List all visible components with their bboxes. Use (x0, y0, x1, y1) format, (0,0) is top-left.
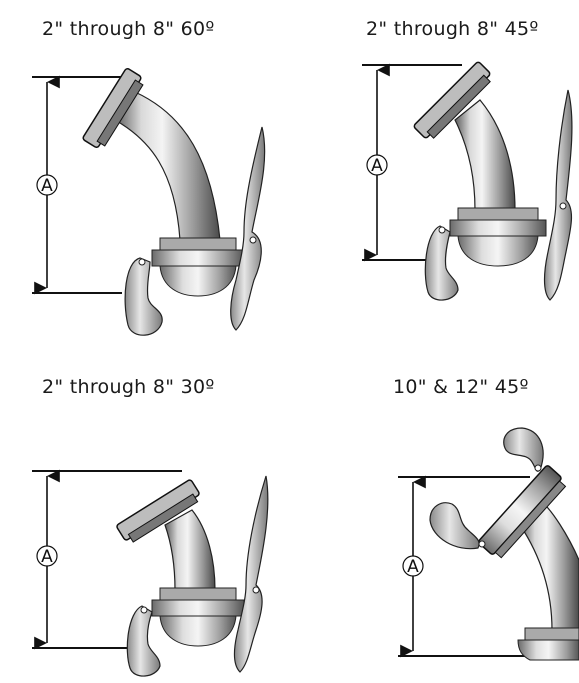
fitting-diagram: A (32, 469, 269, 677)
fitting-diagram: A (362, 61, 573, 301)
panel-title: 2" through 8" 45º (366, 18, 539, 40)
dimension-marker (366, 154, 388, 176)
panel-title: 2" through 8" 30º (42, 376, 215, 398)
dimension-marker (36, 545, 58, 567)
dimension-marker (36, 174, 58, 196)
dimension-label: A (371, 156, 383, 176)
dimension-label: A (41, 547, 53, 567)
panel-title: 2" through 8" 60º (42, 18, 215, 40)
dimension-label: A (407, 557, 419, 577)
dimension-marker (402, 555, 424, 577)
fitting-diagram: A (32, 67, 266, 336)
panel-title: 10" & 12" 45º (393, 376, 529, 398)
dimension-label: A (41, 176, 53, 196)
